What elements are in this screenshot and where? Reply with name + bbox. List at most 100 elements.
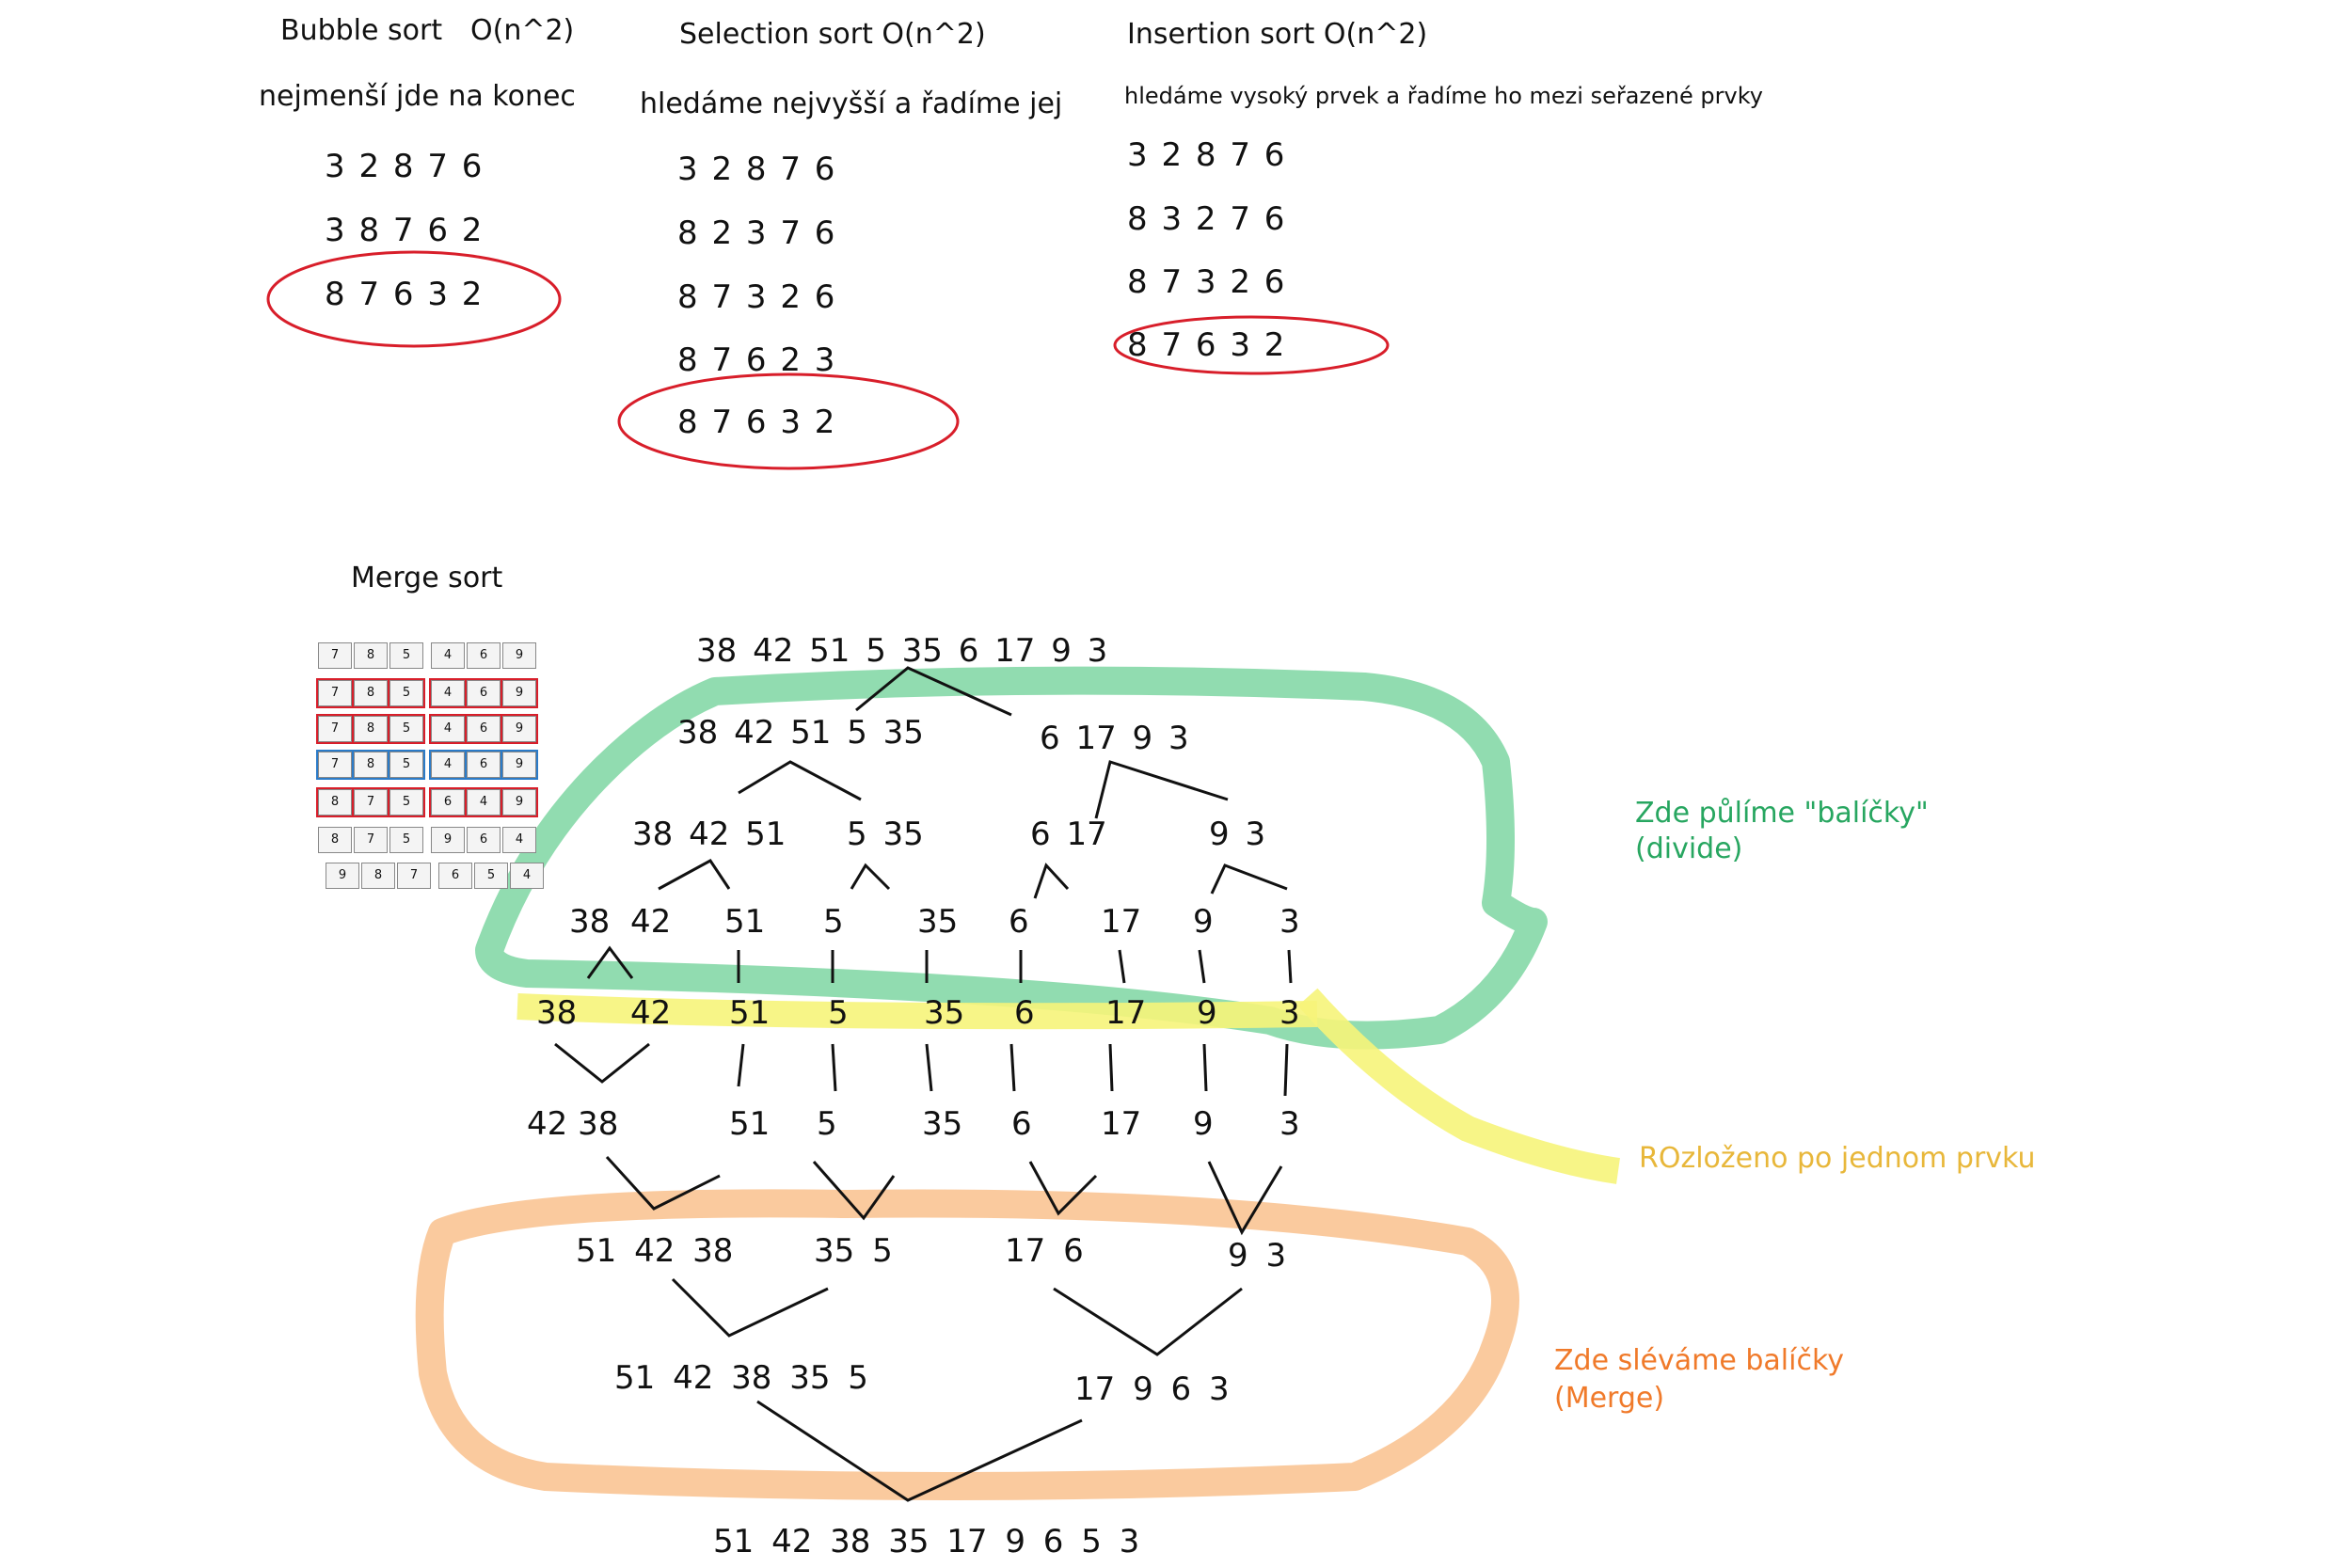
mini-cell: 7 bbox=[397, 863, 431, 889]
mini-cell: 5 bbox=[389, 827, 423, 853]
mini-cell: 7 bbox=[318, 642, 352, 669]
level3-item-6: 17 bbox=[1101, 903, 1142, 941]
selection-row-2: 8 2 3 7 6 bbox=[677, 214, 837, 252]
selection-title: Selection sort O(n^2) bbox=[679, 18, 986, 51]
level3-item-8: 3 bbox=[1279, 903, 1300, 941]
level3-item-3: 5 bbox=[823, 903, 844, 941]
mini-cell: 7 bbox=[352, 787, 389, 817]
mini-cell: 6 bbox=[465, 750, 502, 780]
bubble-complexity: O(n^2) bbox=[470, 14, 575, 47]
mini-cell: 7 bbox=[316, 714, 354, 744]
merge3-b: 17 9 6 3 bbox=[1074, 1370, 1230, 1408]
merge2-a: 51 42 38 bbox=[576, 1232, 734, 1270]
merge1-item-7: 3 bbox=[1279, 1105, 1300, 1143]
mini-cell: 6 bbox=[465, 678, 502, 708]
mini-cell: 4 bbox=[465, 787, 502, 817]
bubble-row-2: 3 8 7 6 2 bbox=[325, 212, 485, 249]
bubble-title: Bubble sort bbox=[280, 14, 443, 47]
mini-cell: 9 bbox=[501, 714, 538, 744]
mini-cell: 9 bbox=[502, 642, 536, 669]
mini-cell: 6 bbox=[467, 642, 501, 669]
mini-cell: 4 bbox=[429, 750, 467, 780]
mini-cell: 8 bbox=[352, 714, 389, 744]
merge-l2-b: 5 35 bbox=[847, 816, 924, 853]
merge1-item-6: 9 bbox=[1193, 1105, 1214, 1143]
merge2-c: 17 6 bbox=[1005, 1232, 1084, 1270]
single-item-3: 5 bbox=[828, 994, 849, 1032]
insertion-row-1: 3 2 8 7 6 bbox=[1127, 136, 1287, 174]
insertion-row-4: 8 7 6 3 2 bbox=[1127, 326, 1287, 364]
single-item-0: 38 bbox=[536, 994, 578, 1032]
mini-cell: 5 bbox=[389, 642, 423, 669]
merge-top: 38 42 51 5 35 6 17 9 3 bbox=[696, 632, 1108, 670]
selection-row-1: 3 2 8 7 6 bbox=[677, 150, 837, 188]
single-item-7: 9 bbox=[1197, 994, 1217, 1032]
divide-highlight-loop bbox=[475, 666, 1548, 1050]
mini-cell: 5 bbox=[388, 678, 425, 708]
single-item-4: 35 bbox=[924, 994, 965, 1032]
merge1-item-5: 17 bbox=[1101, 1105, 1142, 1143]
mini-cell: 9 bbox=[431, 827, 465, 853]
bubble-row-1: 3 2 8 7 6 bbox=[325, 148, 485, 185]
single-item-1: 42 bbox=[630, 994, 672, 1032]
divide-label-2: (divide) bbox=[1635, 832, 1743, 865]
merge-label-1: Zde sléváme balíčky bbox=[1554, 1344, 1845, 1377]
bubble-row-3: 8 7 6 3 2 bbox=[325, 276, 485, 313]
mini-cell: 6 bbox=[438, 863, 472, 889]
merge-l1-right: 6 17 9 3 bbox=[1040, 720, 1189, 757]
divide-label-1: Zde půlíme "balíčky" bbox=[1635, 797, 1929, 830]
single-item-6: 17 bbox=[1105, 994, 1147, 1032]
mini-cell: 8 bbox=[361, 863, 395, 889]
level3-item-4: 35 bbox=[917, 903, 959, 941]
mini-cell: 5 bbox=[388, 714, 425, 744]
merge-label-2: (Merge) bbox=[1554, 1382, 1665, 1415]
merge-l2-c: 6 17 bbox=[1030, 816, 1107, 853]
single-highlight-tail bbox=[1297, 988, 1621, 1184]
insertion-row-3: 8 7 3 2 6 bbox=[1127, 263, 1287, 301]
merge2-b: 35 5 bbox=[814, 1232, 893, 1270]
merge2-d: 9 3 bbox=[1228, 1237, 1287, 1275]
mini-cell: 8 bbox=[318, 827, 352, 853]
mini-cell: 7 bbox=[316, 750, 354, 780]
merge-title: Merge sort bbox=[351, 562, 503, 594]
single-item-8: 3 bbox=[1279, 994, 1300, 1032]
mini-cell: 9 bbox=[501, 678, 538, 708]
level3-item-5: 6 bbox=[1009, 903, 1029, 941]
single-item-2: 51 bbox=[729, 994, 771, 1032]
mini-cell: 7 bbox=[354, 827, 388, 853]
merge1-item-2: 5 bbox=[817, 1105, 837, 1143]
level3-item-2: 51 bbox=[724, 903, 766, 941]
insertion-row-2: 8 3 2 7 6 bbox=[1127, 200, 1287, 238]
single-item-5: 6 bbox=[1014, 994, 1035, 1032]
insertion-desc: hledáme vysoký prvek a řadíme ho mezi se… bbox=[1124, 83, 1763, 109]
merge3-a: 51 42 38 35 5 bbox=[614, 1359, 868, 1397]
mini-cell: 5 bbox=[474, 863, 508, 889]
bubble-desc: nejmenší jde na konec bbox=[259, 80, 576, 113]
mini-cell: 4 bbox=[510, 863, 544, 889]
merge-result: 51 42 38 35 17 9 6 5 3 bbox=[713, 1523, 1140, 1560]
mini-cell: 8 bbox=[352, 678, 389, 708]
selection-row-3: 8 7 3 2 6 bbox=[677, 278, 837, 316]
mini-cell: 8 bbox=[352, 750, 389, 780]
insertion-title: Insertion sort O(n^2) bbox=[1127, 18, 1428, 51]
mini-cell: 6 bbox=[465, 714, 502, 744]
mini-cell: 9 bbox=[326, 863, 359, 889]
merge-l1-left: 38 42 51 5 35 bbox=[677, 714, 924, 752]
merge-l2-d: 9 3 bbox=[1209, 816, 1266, 853]
level3-item-0: 38 bbox=[569, 903, 611, 941]
mini-cell: 4 bbox=[502, 827, 536, 853]
merge1-item-4: 6 bbox=[1011, 1105, 1032, 1143]
mini-cell: 6 bbox=[467, 827, 501, 853]
single-label: ROzloženo po jednom prvku bbox=[1639, 1142, 2036, 1175]
mini-cell: 6 bbox=[429, 787, 467, 817]
mini-cell: 7 bbox=[316, 678, 354, 708]
mini-cell: 4 bbox=[429, 714, 467, 744]
mini-cell: 8 bbox=[316, 787, 354, 817]
selection-desc: hledáme nejvyšší a řadíme jej bbox=[640, 87, 1063, 120]
selection-row-4: 8 7 6 2 3 bbox=[677, 341, 837, 379]
merge1-item-3: 35 bbox=[922, 1105, 963, 1143]
mini-cell: 5 bbox=[388, 750, 425, 780]
mini-cell: 9 bbox=[501, 787, 538, 817]
merge-l2-a: 38 42 51 bbox=[632, 816, 787, 853]
